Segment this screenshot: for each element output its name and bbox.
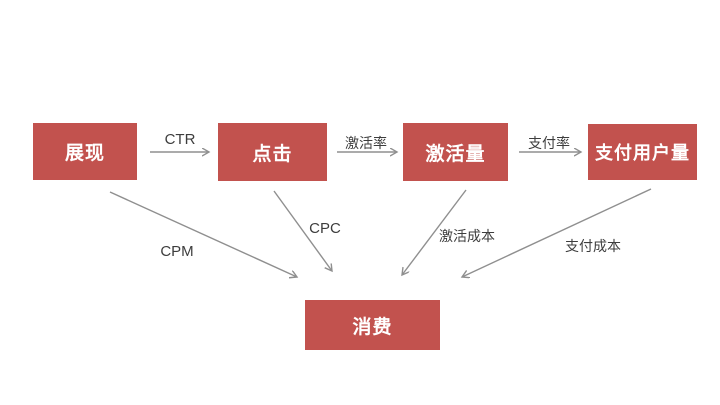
edge-label-activation-cost: 激活成本 bbox=[439, 228, 495, 244]
edge-clicks-spend bbox=[273, 190, 332, 271]
node-paying-users: 支付用户量 bbox=[588, 124, 697, 180]
node-impressions: 展现 bbox=[33, 123, 137, 180]
node-impressions-label: 展现 bbox=[64, 143, 105, 164]
node-spend: 消费 bbox=[305, 300, 440, 350]
node-activations-label: 激活量 bbox=[425, 143, 486, 165]
edge-paying-users-spend bbox=[462, 188, 652, 277]
edge-label-payment-rate: 支付率 bbox=[528, 135, 570, 151]
edge-label-activation-rate: 激活率 bbox=[345, 135, 387, 151]
edge-impressions-spend bbox=[109, 191, 297, 277]
node-activations: 激活量 bbox=[403, 123, 508, 181]
edge-label-ctr: CTR bbox=[164, 131, 196, 148]
edge-label-cpc: CPC bbox=[309, 220, 341, 237]
node-spend-label: 消费 bbox=[352, 316, 393, 338]
node-clicks-label: 点击 bbox=[252, 143, 293, 165]
edge-label-payment-cost: 支付成本 bbox=[565, 238, 621, 254]
edge-label-cpm: CPM bbox=[160, 243, 194, 260]
edge-activations-spend bbox=[402, 189, 467, 275]
node-paying-users-label: 支付用户量 bbox=[595, 143, 690, 163]
node-clicks: 点击 bbox=[218, 123, 327, 181]
